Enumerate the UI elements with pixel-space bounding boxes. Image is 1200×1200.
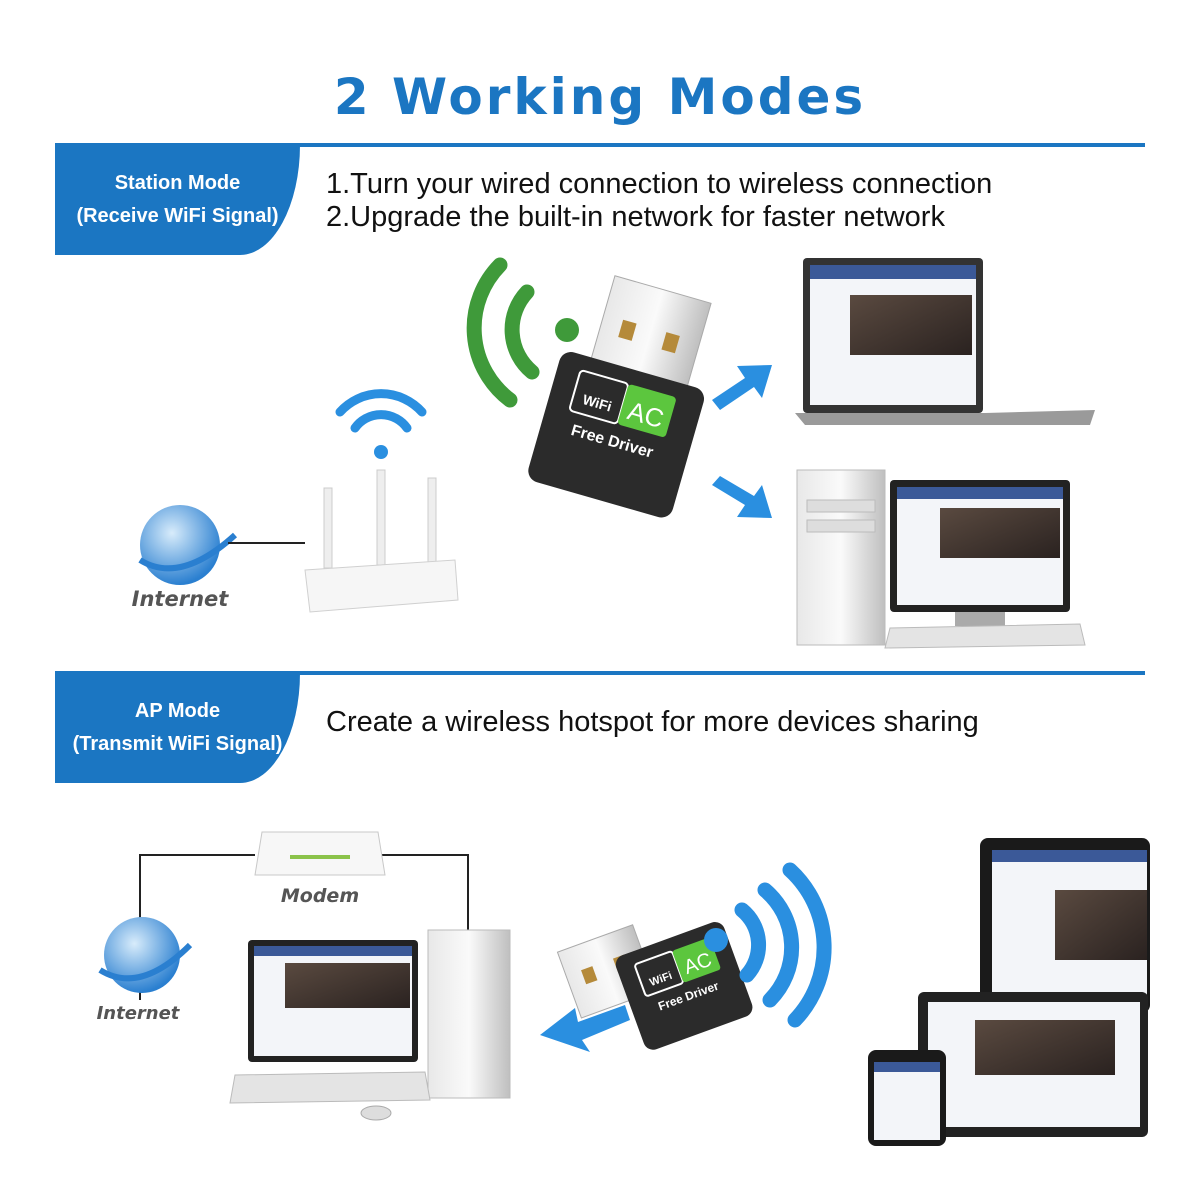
router-wifi-signal-icon (335, 389, 427, 459)
laptop-icon (918, 992, 1148, 1137)
station-mode-title: Station Mode (114, 172, 241, 194)
modem-icon (254, 831, 386, 876)
laptop-icon (795, 258, 1095, 425)
transmit-wifi-signal-icon (704, 862, 832, 1028)
internet-globe-icon (138, 505, 238, 585)
ap-internet-label: Internet (97, 1003, 181, 1024)
arrow-to-desktop-icon (712, 476, 772, 518)
desktop-computer-icon (796, 469, 1086, 649)
tablet-icon (980, 838, 1150, 1013)
ap-mode-title: AP Mode (134, 700, 221, 722)
smartphone-icon (868, 1050, 946, 1146)
ap-description: Create a wireless hotspot for more devic… (326, 706, 979, 738)
desktop-computer-icon (229, 929, 511, 1121)
usb-wifi-dongle: WiFi AC Free Driver (528, 275, 712, 518)
modem-label: Modem (281, 885, 359, 907)
router-icon (304, 469, 459, 613)
station-description: 1.Turn your wired connection to wireless… (326, 168, 992, 234)
station-desc-line1: 1.Turn your wired connection to wireless… (326, 168, 993, 200)
divider-ap (55, 671, 1145, 675)
station-internet-label: Internet (132, 587, 230, 611)
internet-globe-icon (98, 917, 193, 993)
arrow-to-laptop-icon (712, 365, 772, 410)
station-desc-line2: 2.Upgrade the built-in network for faste… (326, 201, 945, 233)
receive-wifi-signal-icon (466, 257, 579, 408)
page-title: 2 Working Modes (333, 68, 867, 126)
cable-line (380, 854, 469, 930)
arrow-to-desktop-icon (540, 1005, 630, 1052)
usb-wifi-dongle: WiFi AC Free Driver (556, 922, 753, 1050)
station-mode-subtitle: (Receive WiFi Signal) (76, 205, 279, 227)
divider-station (55, 143, 1145, 147)
dongle-wifi-text: WiFi (581, 391, 614, 414)
station-mode-tab: Station Mode (Receive WiFi Signal) (55, 145, 300, 255)
ap-mode-subtitle: (Transmit WiFi Signal) (72, 733, 283, 755)
ap-mode-tab: AP Mode (Transmit WiFi Signal) (55, 673, 300, 783)
